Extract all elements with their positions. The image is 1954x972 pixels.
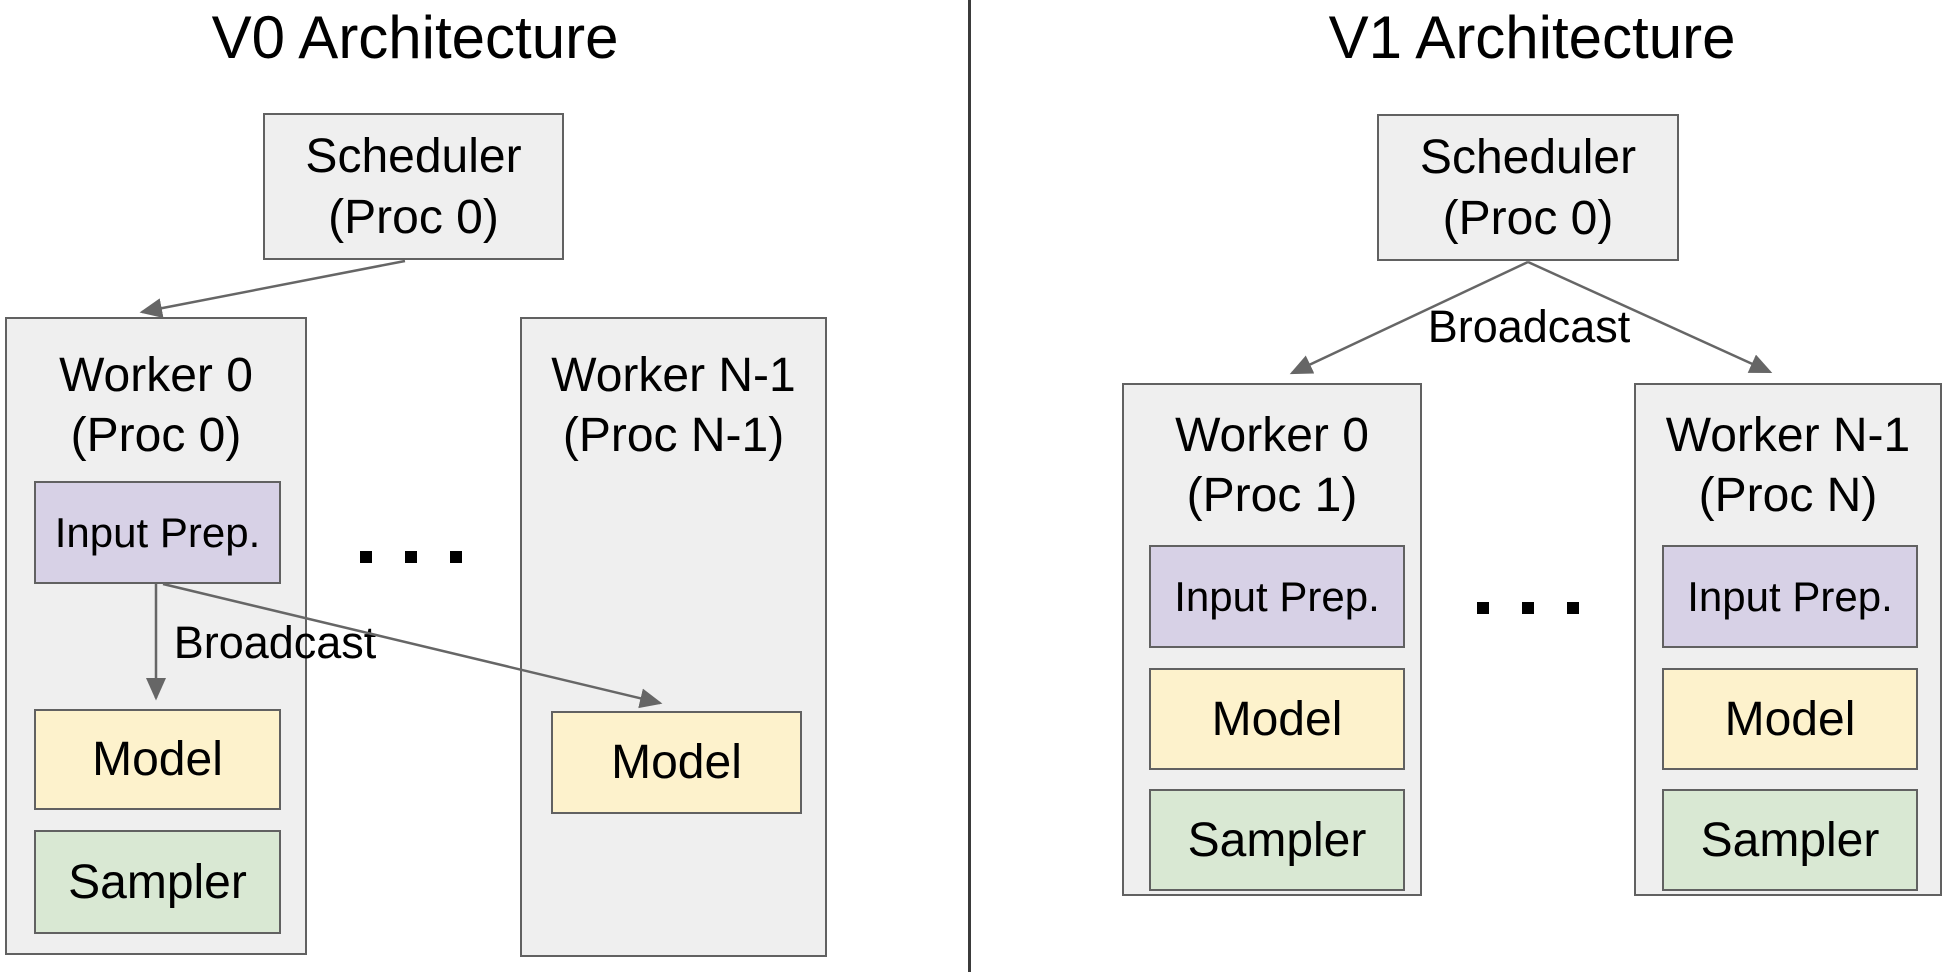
v0-worker0-line1: Worker 0 <box>59 349 253 402</box>
v1-ellipsis-dots <box>1477 602 1579 614</box>
v0-worker0-label: Worker 0 (Proc 0) <box>7 346 305 466</box>
v1-worker-n-label: Worker N-1 (Proc N) <box>1636 406 1940 526</box>
v1-scheduler-line1: Scheduler <box>1419 130 1637 184</box>
v0-scheduler-box: Scheduler (Proc 0) <box>263 113 564 260</box>
v0-scheduler-line1: Scheduler <box>305 129 522 183</box>
v0-worker-n-line2: (Proc N-1) <box>562 409 785 462</box>
v1-scheduler-box: Scheduler (Proc 0) <box>1377 114 1679 261</box>
dot-icon <box>1567 602 1579 614</box>
v1-broadcast-label: Broadcast <box>1427 301 1631 352</box>
dot-icon <box>450 551 462 563</box>
v1-worker0-box: Worker 0 (Proc 1) Input Prep. Model Samp… <box>1122 383 1422 896</box>
dot-icon <box>1477 602 1489 614</box>
v1-worker0-line1: Worker 0 <box>1175 409 1369 462</box>
v0-worker0-model-box: Model <box>34 709 281 810</box>
v1-worker-n-model-box: Model <box>1662 668 1918 770</box>
v1-worker0-input-prep-box: Input Prep. <box>1149 545 1405 648</box>
panel-divider-line <box>968 0 971 972</box>
v1-worker-n-box: Worker N-1 (Proc N) Input Prep. Model Sa… <box>1634 383 1942 896</box>
v0-scheduler-line2: (Proc 0) <box>328 190 499 244</box>
v0-worker-n-box: Worker N-1 (Proc N-1) Model <box>520 317 827 957</box>
v1-worker0-model-box: Model <box>1149 668 1405 770</box>
v1-worker-n-input-prep-box: Input Prep. <box>1662 545 1918 648</box>
v0-worker0-input-prep-box: Input Prep. <box>34 481 281 584</box>
v0-worker0-sampler-box: Sampler <box>34 830 281 934</box>
v0-worker-n-line1: Worker N-1 <box>551 349 796 402</box>
v0-worker-n-label: Worker N-1 (Proc N-1) <box>522 346 825 466</box>
v1-panel-title: V1 Architecture <box>1328 4 1736 71</box>
v1-worker-n-line2: (Proc N) <box>1698 469 1878 522</box>
v1-worker0-line2: (Proc 1) <box>1186 469 1358 522</box>
v1-worker-n-line1: Worker N-1 <box>1665 409 1911 462</box>
dot-icon <box>405 551 417 563</box>
v0-worker0-line2: (Proc 0) <box>70 409 242 462</box>
dot-icon <box>1522 602 1534 614</box>
v1-worker0-label: Worker 0 (Proc 1) <box>1124 406 1420 526</box>
dot-icon <box>360 551 372 563</box>
v0-worker-n-model-box: Model <box>551 711 802 814</box>
v0-broadcast-label: Broadcast <box>173 617 377 668</box>
v0-scheduler-to-worker0-arrow <box>139 259 406 319</box>
v1-worker0-sampler-box: Sampler <box>1149 789 1405 891</box>
v1-worker-n-sampler-box: Sampler <box>1662 789 1918 891</box>
v0-panel-title: V0 Architecture <box>211 4 619 71</box>
v0-ellipsis-dots <box>360 551 462 563</box>
v1-scheduler-line2: (Proc 0) <box>1442 191 1614 245</box>
